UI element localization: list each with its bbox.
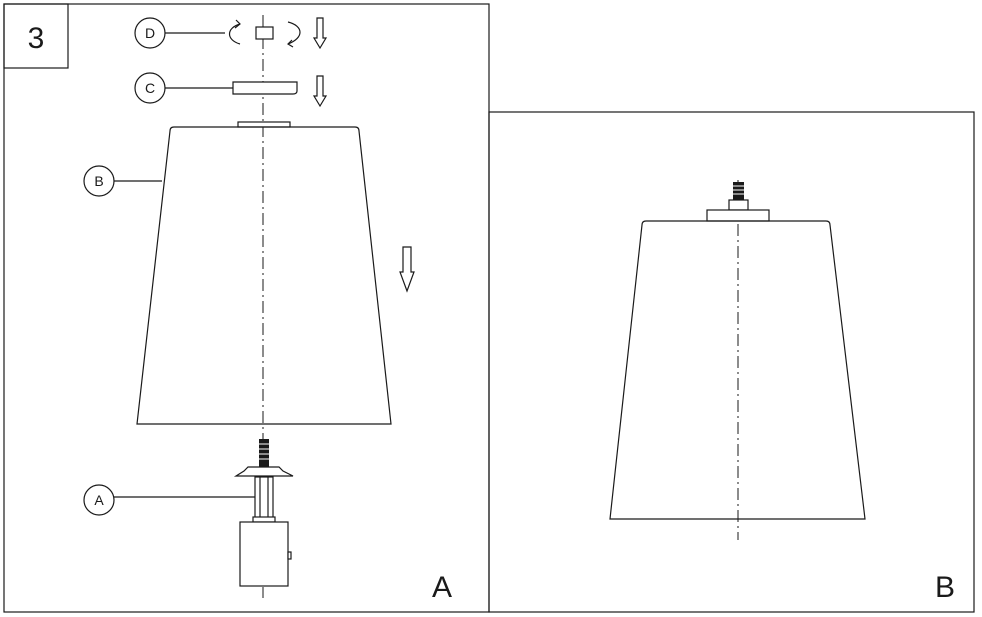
panel-a-label: A [432, 571, 452, 604]
washer-icon [232, 81, 298, 95]
rotate-left-arrowhead-icon [234, 19, 241, 29]
socket-switch [287, 551, 292, 560]
callout-c: C [134, 72, 233, 104]
assembled-lamp [609, 182, 866, 520]
callout-a: A [83, 484, 255, 516]
rotate-left-arrow-icon [228, 23, 241, 45]
step-number: 3 [28, 22, 45, 55]
panel-b-label: B [935, 571, 955, 604]
callout-a-circle [83, 484, 115, 516]
socket-neck [254, 476, 274, 520]
callout-b: B [83, 165, 162, 197]
rotate-right-arrow-icon [287, 21, 301, 45]
threaded-rod [259, 439, 269, 467]
callout-a-letter: A [94, 492, 104, 508]
socket-ring [252, 516, 276, 523]
threaded-rod-top [733, 182, 744, 200]
shade-top-collar [237, 121, 291, 128]
shade-assembled [609, 220, 866, 520]
socket-body [239, 521, 289, 587]
part-c-washer [232, 75, 328, 108]
panel-b-frame [488, 111, 975, 613]
part-b-shade [136, 121, 415, 425]
part-d-nut [228, 17, 328, 50]
socket-flange [233, 466, 294, 477]
nut-icon [255, 26, 274, 40]
down-arrow-b-icon [399, 246, 415, 293]
callout-d: D [134, 17, 225, 49]
nut-assembled [728, 199, 749, 211]
rotate-right-arrowhead-icon [287, 39, 294, 48]
step-number-box [3, 3, 69, 69]
down-arrow-d-icon [312, 17, 328, 50]
callout-d-letter: D [145, 25, 155, 41]
callout-c-letter: C [145, 80, 155, 96]
down-arrow-c-icon [312, 75, 328, 108]
shade-outline [136, 126, 392, 425]
panel-a-frame [3, 3, 490, 613]
part-a-socket [233, 439, 294, 587]
washer-assembled [706, 209, 770, 222]
callout-b-letter: B [94, 173, 103, 189]
